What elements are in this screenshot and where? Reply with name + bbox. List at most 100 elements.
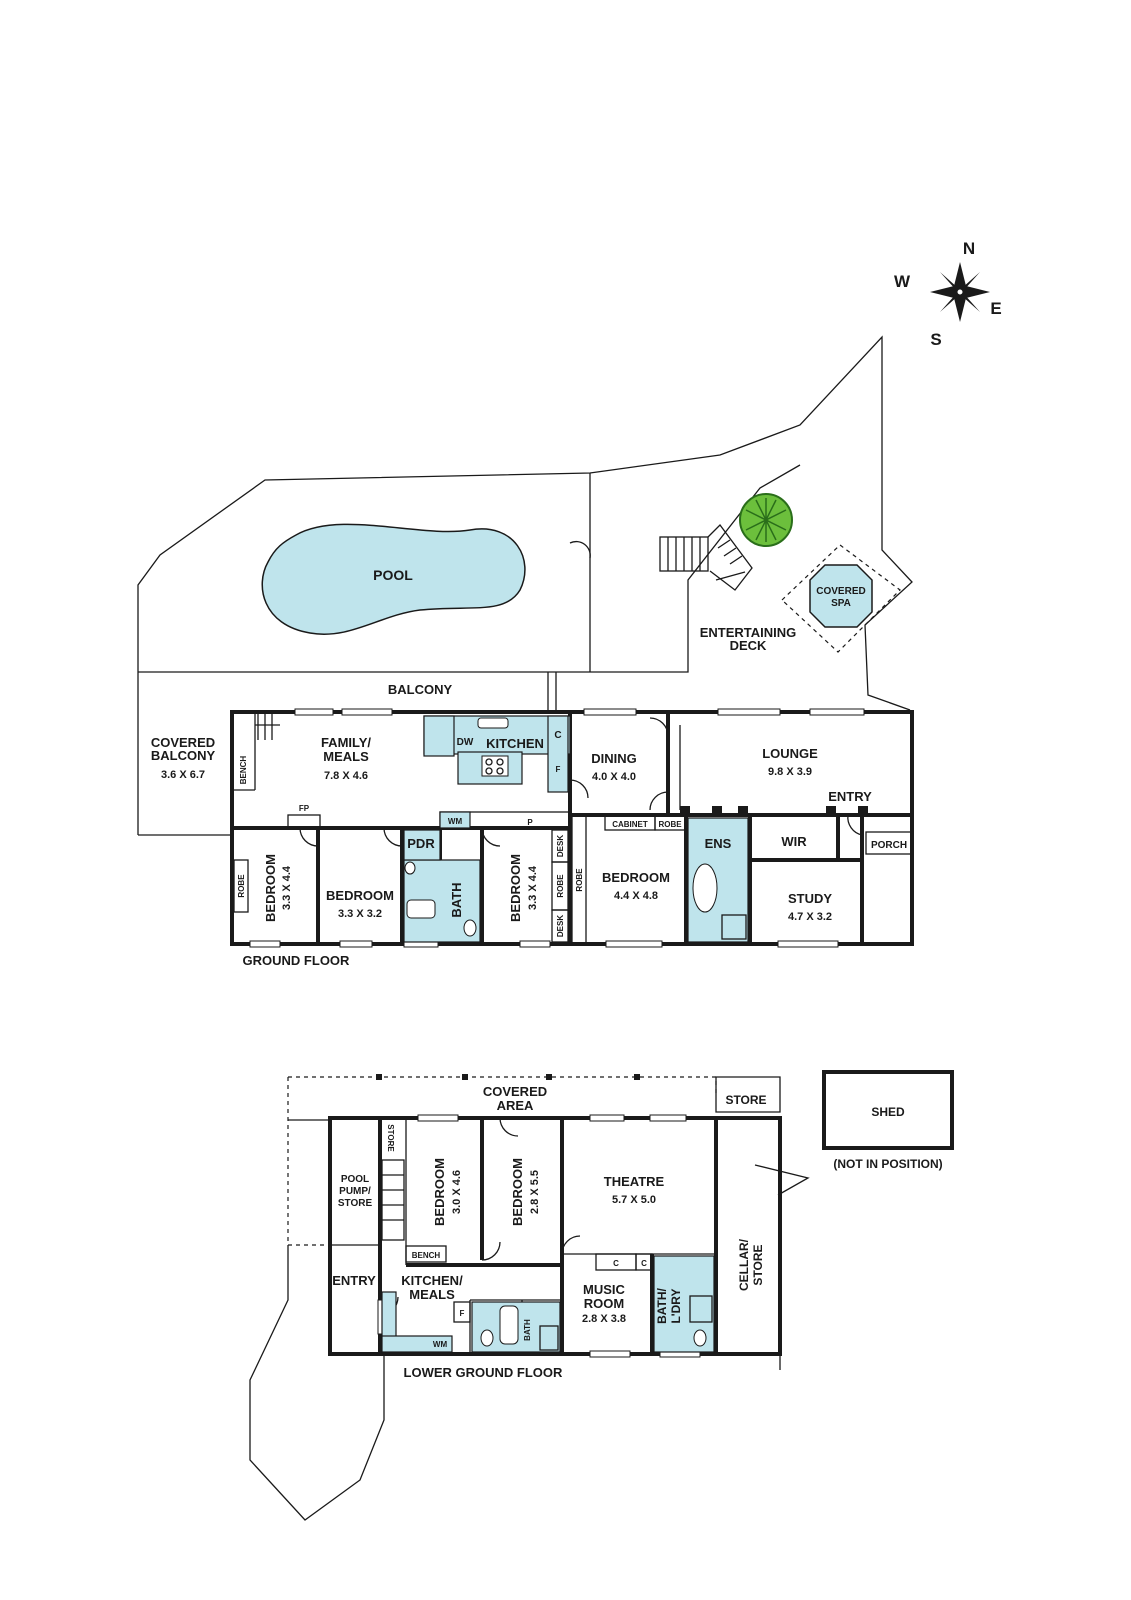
robe-box-bed1 [233,859,249,913]
lower-c-box-2 [635,1253,653,1271]
lounge-dim: 9.8 X 3.9 [768,766,812,778]
deck-label-2: DECK [730,638,767,653]
ground-floor-windows [249,708,865,948]
family-dim: 7.8 X 4.6 [324,770,368,782]
robe-label: ROBE [658,820,682,829]
bedroom1-dim: 3.3 X 4.4 [281,865,293,910]
kitchen-meals-label-2: MEALS [409,1287,455,1302]
lower-bathtub-icon [499,1305,519,1345]
cellar-break-line [754,1164,810,1196]
bedroom1-label: BEDROOM [263,854,278,922]
lower-floor-title: LOWER GROUND FLOOR [404,1365,563,1380]
dining-dim: 4.0 X 4.0 [592,771,636,783]
dw-label: DW [457,737,474,748]
lower-ground-floor-plan [328,1116,782,1356]
bath-tub-icon [406,899,436,919]
music-room-label-1: MUSIC [583,1282,626,1297]
shower-icon [721,914,747,940]
bench-label: BENCH [239,756,248,785]
lower-store-small-label: STORE [386,1124,395,1152]
site-boundary [137,335,913,711]
compass-rose-icon [930,262,990,322]
lower-kitchen-bench-bottom [381,1335,453,1353]
balcony-label: BALCONY [388,682,453,697]
porch-label: PORCH [871,840,907,851]
lower-fridge-box [453,1301,471,1323]
robe-label-bed1: ROBE [237,874,246,898]
family-label-1: FAMILY/ [321,735,371,750]
lower-wm-label: WM [433,1340,448,1349]
pantry-label: P [527,818,533,827]
bath-ldry-label-1: BATH/ [655,1287,669,1323]
shed-outline [822,1070,954,1150]
cellar-label-2: STORE [751,1244,765,1285]
bedroom3-dim: 3.3 X 4.4 [527,865,539,910]
kitchen-label: KITCHEN [486,736,544,751]
spa-label-2: SPA [831,598,851,609]
column-marker [738,806,748,816]
wm-label: WM [448,817,463,826]
desk-label-1: DESK [556,835,565,857]
lower-store-outline [715,1076,781,1113]
kitchen-meals-label-1: KITCHEN/ [401,1273,463,1288]
column-marker [826,806,836,816]
porch-outline [865,831,913,855]
lower-store-label: STORE [725,1093,766,1107]
lower-bench-label: BENCH [412,1251,441,1260]
cellar-label-1: CELLAR/ [737,1238,751,1291]
kitchen-bench-right [547,715,569,793]
lower-bedroom-b-dim: 2.8 X 5.5 [529,1170,541,1214]
theatre-label: THEATRE [604,1174,665,1189]
theatre-dim: 5.7 X 5.0 [612,1194,656,1206]
shed-note: (NOT IN POSITION) [833,1157,942,1171]
cooktop-icon [481,755,509,777]
pdr-toilet-icon [404,861,416,875]
robe-label-bed4: ROBE [575,868,584,892]
spa-area-outline [781,544,901,653]
gate-swing [569,540,591,559]
pdr-room [403,829,441,861]
column-marker [858,806,868,816]
lower-bedroom-a-dim: 3.0 X 4.6 [451,1170,463,1214]
kitchen-bench-left [423,715,455,757]
compass-south: S [930,330,941,349]
covered-area-label-2: AREA [497,1098,534,1113]
column-marker [712,806,722,816]
deck-label-1: ENTERTAINING [700,625,797,640]
covered-spa [809,564,873,628]
bathtub-icon [692,863,718,913]
study-label: STUDY [788,891,832,906]
ldry-shower-icon [689,1295,713,1323]
fireplace-icon [287,814,321,828]
cellar-outline [716,1118,781,1370]
pool-pump-label-3: STORE [338,1198,373,1209]
lower-c-label-2: C [641,1259,647,1268]
robe-label-bed3: ROBE [556,874,565,898]
desk-label-2: DESK [556,915,565,937]
compass-north: N [963,239,975,258]
deck-stairs-icon [659,524,753,591]
fp-label: FP [299,804,310,813]
pool-pump-label-1: POOL [341,1174,369,1185]
lower-driveway [249,1245,385,1521]
entry-label: ENTRY [828,789,872,804]
robe-box [654,814,687,831]
lower-toilet-icon [480,1329,494,1347]
pool-pump-label-2: PUMP/ [339,1186,371,1197]
washing-machine [439,811,471,829]
lower-bench-box [405,1245,447,1263]
lower-stair-icon [381,1159,405,1241]
kitchen-f-label: F [556,765,561,774]
music-room-dim: 2.8 X 3.8 [582,1313,626,1325]
bedroom2-label: BEDROOM [326,888,394,903]
lower-f-label: F [460,1309,465,1318]
covered-balcony-dim: 3.6 X 6.7 [161,769,205,781]
ldry-toilet-icon [693,1329,707,1347]
lower-bedroom-a-label: BEDROOM [432,1158,447,1226]
stair-icon [255,712,280,740]
lounge-label: LOUNGE [762,746,818,761]
lower-entry-label: ENTRY [332,1273,376,1288]
family-label-2: MEALS [323,749,369,764]
study-dim: 4.7 X 3.2 [788,911,832,923]
